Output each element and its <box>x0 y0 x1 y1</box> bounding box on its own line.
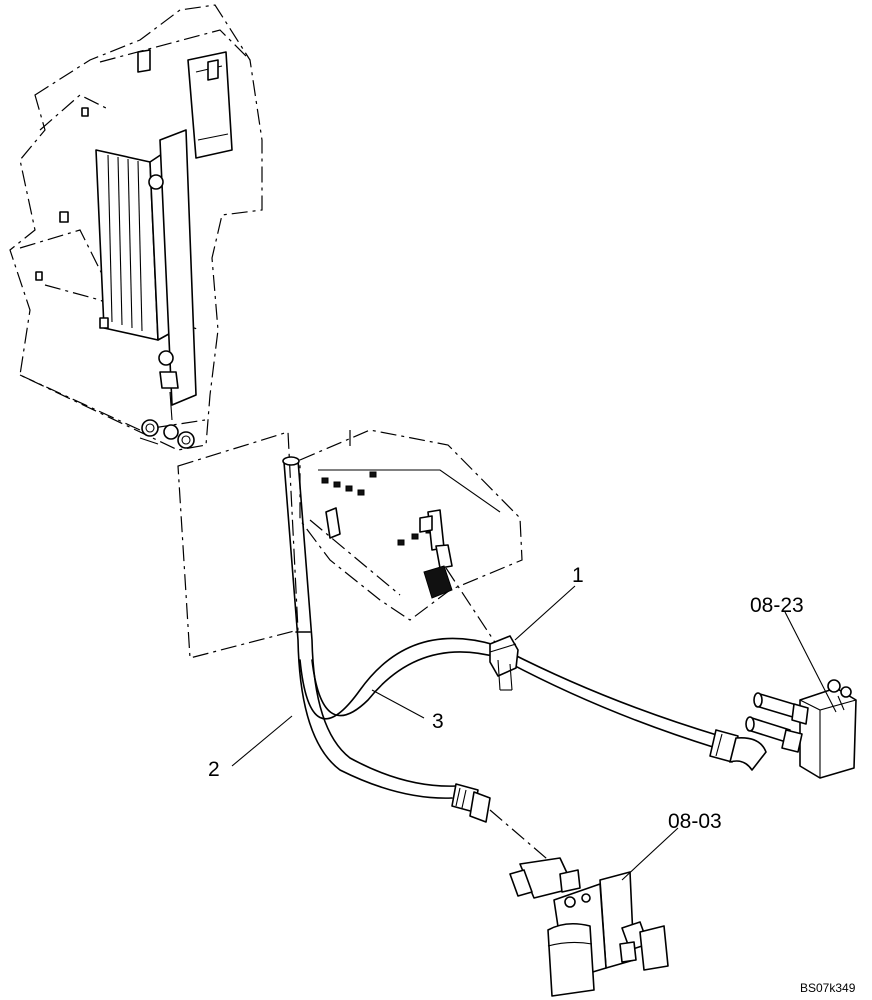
callout-item-1: 1 <box>572 564 584 587</box>
hose-item-3 <box>299 637 721 749</box>
leader-lines <box>231 585 837 881</box>
callout-item-2: 2 <box>208 758 220 781</box>
hose-end-fitting-elbow <box>709 729 767 771</box>
mounting-plate-phantom <box>177 431 299 659</box>
hose-item-2 <box>282 456 457 799</box>
centerline-console-to-clamp <box>445 567 501 651</box>
callout-ref-08-23: 08-23 <box>750 594 804 617</box>
hose-end-fitting-lower <box>451 783 491 823</box>
control-valve-console <box>299 429 523 621</box>
drawing-code: BS07k349 <box>800 981 856 995</box>
callout-ref-08-03: 08-03 <box>668 810 722 833</box>
valve-block-08-23 <box>745 679 857 779</box>
cooler-frame-assembly <box>9 4 263 451</box>
centerline-fitting-to-pump <box>489 809 561 871</box>
pump-assembly-08-03 <box>509 857 669 997</box>
hose-clamp-item-1 <box>489 635 519 691</box>
callout-item-3: 3 <box>432 710 444 733</box>
